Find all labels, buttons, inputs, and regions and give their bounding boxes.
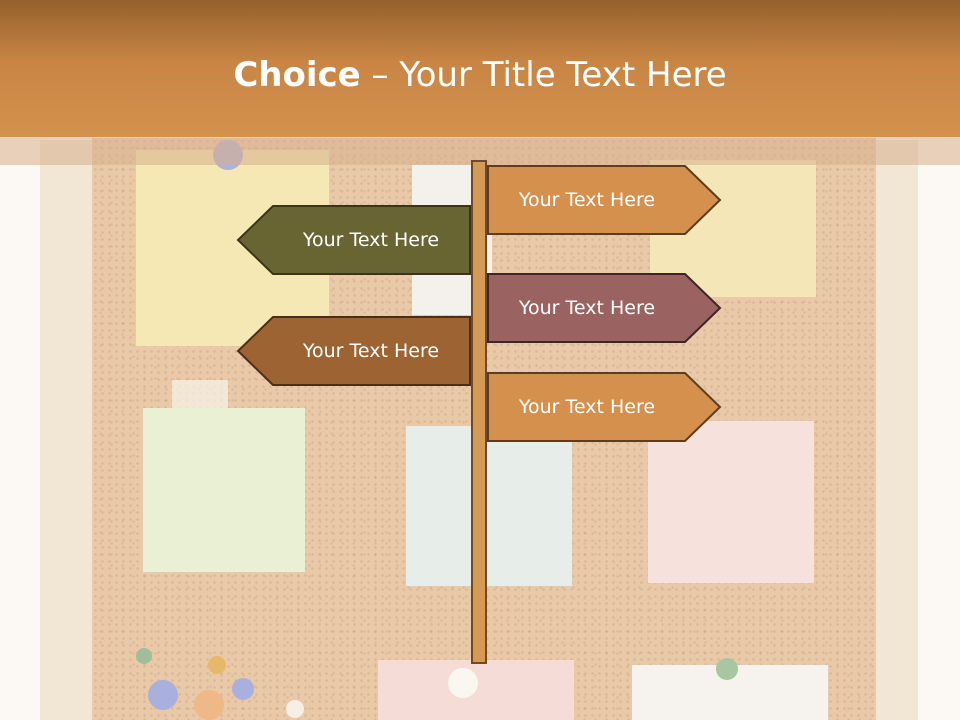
signpost-pole (471, 160, 487, 664)
blue-pin-small (232, 678, 254, 700)
pink-note (648, 421, 814, 583)
sign-right-3-arrow (487, 372, 722, 442)
slide-title: Choice – Your Title Text Here (0, 54, 960, 96)
title-bar (0, 0, 960, 137)
orange-pin-large (194, 690, 224, 720)
sign-right-2-arrow (487, 273, 722, 343)
sign-left-1-arrow (236, 205, 471, 275)
sign-right-3[interactable]: Your Text Here (487, 372, 723, 442)
sign-right-2[interactable]: Your Text Here (487, 273, 723, 343)
title-rest: – Your Title Text Here (360, 55, 727, 95)
sign-left-2[interactable]: Your Text Here (235, 316, 471, 386)
title-bold: Choice (233, 55, 361, 95)
sign-left-1-label: Your Text Here (302, 229, 440, 251)
sign-right-1[interactable]: Your Text Here (487, 165, 723, 235)
green-pin (136, 648, 152, 664)
blue-note (406, 426, 572, 586)
white-pin-small (286, 700, 304, 718)
orange-pin (208, 656, 226, 674)
sign-left-1[interactable]: Your Text Here (235, 205, 471, 275)
sign-left-2-label: Your Text Here (302, 340, 440, 362)
sign-right-1-arrow (487, 165, 722, 235)
sign-right-1-label: Your Text Here (518, 189, 656, 211)
green-pin-right (716, 658, 738, 680)
sign-right-2-label: Your Text Here (518, 297, 656, 319)
sign-left-2-arrow (236, 316, 471, 386)
sign-right-3-label: Your Text Here (518, 396, 656, 418)
white-pin (448, 668, 478, 698)
blue-pin-large (148, 680, 178, 710)
green-note (143, 408, 305, 572)
